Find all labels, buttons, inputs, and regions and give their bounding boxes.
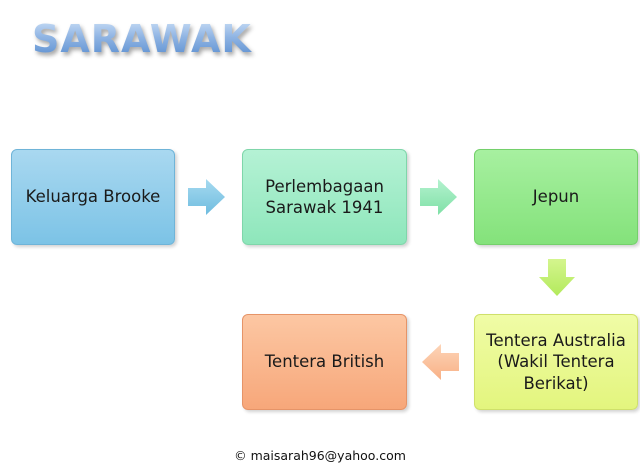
node-keluarga-brooke: Keluarga Brooke [11,149,175,245]
node-label: Tentera Australia (Wakil Tentera Berikat… [486,330,626,393]
node-jepun: Jepun [474,149,638,245]
arrow-down-icon [539,259,575,296]
node-tentera-australia: Tentera Australia (Wakil Tentera Berikat… [474,314,638,410]
node-label: Keluarga Brooke [25,187,161,207]
node-perlembagaan-sarawak: Perlembagaan Sarawak 1941 [242,149,407,245]
node-label: Tentera British [264,352,385,372]
arrow-right-icon [420,179,457,215]
arrow-left-icon [422,344,459,380]
node-label: Perlembagaan Sarawak 1941 [265,176,384,217]
node-label: Jepun [532,187,580,207]
copyright-footer: © maisarah96@yahoo.com [234,448,406,463]
diagram-title: SARAWAK [32,17,252,61]
node-tentera-british: Tentera British [242,314,407,410]
arrow-right-icon [188,179,225,215]
